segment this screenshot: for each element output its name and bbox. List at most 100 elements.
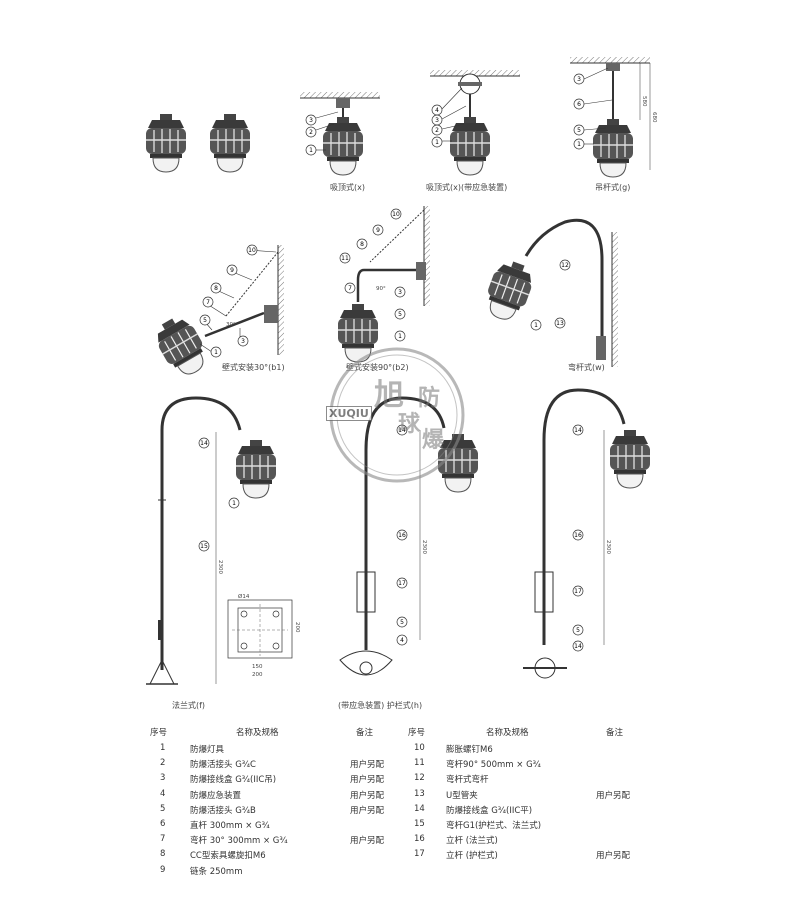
watermark-char-4: 爆 (422, 427, 445, 453)
ceiling-mount (300, 92, 380, 176)
dim-pendant-680: 680 (651, 112, 657, 123)
guardrail-mount-emergency (339, 396, 479, 676)
parts-left-no: 7 (160, 834, 166, 845)
svg-text:5: 5 (400, 619, 404, 626)
header-note-left: 备注 (356, 728, 374, 738)
svg-text:1: 1 (309, 147, 313, 154)
svg-text:13: 13 (556, 320, 564, 327)
svg-text:2: 2 (309, 129, 313, 136)
lamp-standalone-1 (145, 113, 187, 173)
svg-text:14: 14 (398, 427, 406, 434)
parts-left-name: CC型索具螺旋扣M6 (190, 851, 266, 862)
header-no-left: 序号 (150, 728, 168, 738)
caption-wall-30: 壁式安装30°(b1) (222, 363, 285, 372)
parts-right-no: 10 (414, 743, 425, 753)
svg-text:9: 9 (230, 267, 234, 274)
header-name-right: 名称及规格 (486, 728, 529, 738)
parts-right-name: 立杆 (法兰式) (446, 836, 498, 847)
parts-right-no: 17 (414, 849, 425, 860)
parts-right-no: 15 (414, 819, 425, 829)
svg-text:10: 10 (392, 211, 400, 218)
parts-left-no: 8 (160, 849, 166, 860)
header-name-left: 名称及规格 (236, 728, 279, 738)
parts-right-name: 防爆接线盒 G³⁄₄(IIC平) (446, 805, 533, 816)
parts-left-no: 6 (160, 819, 166, 829)
parts-left-note: 用户另配 (350, 775, 385, 786)
caption-wall-90: 壁式安装90°(b2) (346, 363, 409, 372)
svg-text:2: 2 (435, 127, 439, 134)
parts-right-name: 弯杆G1(护栏式、法兰式) (446, 821, 542, 831)
svg-text:1: 1 (534, 322, 538, 329)
pendant-mount (570, 57, 651, 178)
svg-text:12: 12 (561, 262, 569, 269)
svg-text:10: 10 (248, 247, 256, 254)
caption-bent-rod: 弯杆式(w) (568, 363, 605, 372)
dim-hole: Ø14 (238, 593, 250, 600)
parts-left-name: 防爆灯具 (190, 745, 225, 755)
watermark-logo: XUQIU 旭 防 球 爆 (322, 340, 472, 490)
svg-text:4: 4 (435, 107, 439, 114)
parts-right-name: 膨胀螺钉M6 (446, 745, 493, 755)
header-no-right: 序号 (408, 728, 426, 738)
callout-bubbles: 3 2 1 4 3 2 1 3 6 5 1 10 9 8 7 5 3 1 10 … (198, 73, 585, 652)
parts-left-no: 3 (160, 773, 166, 784)
dim-height-guard-emergency: 2300 (421, 540, 427, 554)
svg-text:5: 5 (203, 317, 207, 324)
flange-mount (146, 396, 293, 685)
svg-text:9: 9 (376, 227, 380, 234)
svg-text:6: 6 (577, 101, 581, 108)
parts-left-name: 防爆活接头 G³⁄₄B (190, 805, 256, 816)
svg-text:3: 3 (398, 289, 402, 296)
svg-text:15: 15 (200, 543, 208, 550)
caption-ceiling-emergency: 吸顶式(x)(带应急装置) (426, 183, 508, 192)
svg-text:1: 1 (435, 139, 439, 146)
svg-text:14: 14 (200, 440, 208, 447)
parts-left-note: 用户另配 (350, 760, 385, 771)
dim-flange-200: 200 (252, 672, 263, 678)
parts-right-no: 13 (414, 788, 425, 799)
parts-right-no: 14 (414, 803, 425, 814)
parts-right-no: 12 (414, 773, 425, 784)
caption-pendant: 吊杆式(g) (595, 183, 631, 192)
parts-left-name: 链条 250mm (190, 866, 243, 877)
dim-flange-150: 150 (252, 664, 263, 670)
svg-text:3: 3 (241, 338, 245, 345)
dim-flange-200-side: 200 (294, 622, 300, 633)
parts-left-name: 防爆接线盒 G³⁄₄(IIC吊) (190, 775, 277, 786)
parts-right-name: 立杆 (护栏式) (446, 851, 498, 862)
svg-text:8: 8 (360, 241, 364, 248)
svg-text:5: 5 (398, 311, 402, 318)
svg-text:16: 16 (398, 532, 406, 539)
svg-text:11: 11 (341, 255, 349, 262)
svg-text:8: 8 (214, 285, 218, 292)
svg-text:1: 1 (214, 349, 218, 356)
svg-text:1: 1 (398, 333, 402, 340)
parts-left-note: 用户另配 (350, 790, 385, 801)
caption-ceiling: 吸顶式(x) (330, 183, 365, 192)
parts-left-no: 5 (160, 803, 166, 814)
parts-left-name: 防爆活接头 G³⁄₄C (190, 760, 256, 771)
parts-left-note: 用户另配 (350, 836, 385, 847)
parts-right-no: 11 (414, 758, 425, 769)
svg-text:14: 14 (574, 643, 582, 650)
lamp-standalone-2 (209, 113, 251, 173)
svg-text:14: 14 (574, 427, 582, 434)
parts-left-no: 4 (160, 788, 166, 799)
watermark-char-3: 防 (418, 385, 441, 411)
svg-text:1: 1 (232, 500, 236, 507)
svg-text:4: 4 (400, 637, 404, 644)
svg-text:17: 17 (574, 588, 582, 595)
svg-text:3: 3 (435, 117, 439, 124)
installation-diagram: 3 2 1 4 3 2 1 3 6 5 1 10 9 8 7 5 3 1 10 … (145, 57, 657, 685)
dim-height-guard: 2300 (605, 540, 611, 554)
dim-pendant-580: 580 (641, 96, 647, 107)
svg-text:5: 5 (576, 627, 580, 634)
svg-text:5: 5 (577, 127, 581, 134)
parts-left-name: 防爆应急装置 (190, 790, 242, 801)
parts-left-name: 直杆 300mm × G³⁄₄ (190, 821, 270, 831)
parts-right-note: 用户另配 (596, 851, 631, 862)
ceiling-mount-emergency (430, 70, 520, 176)
parts-left-no: 1 (160, 743, 166, 753)
parts-right-name: 弯杆式弯杆 (446, 775, 489, 786)
parts-left-no: 2 (160, 758, 166, 769)
